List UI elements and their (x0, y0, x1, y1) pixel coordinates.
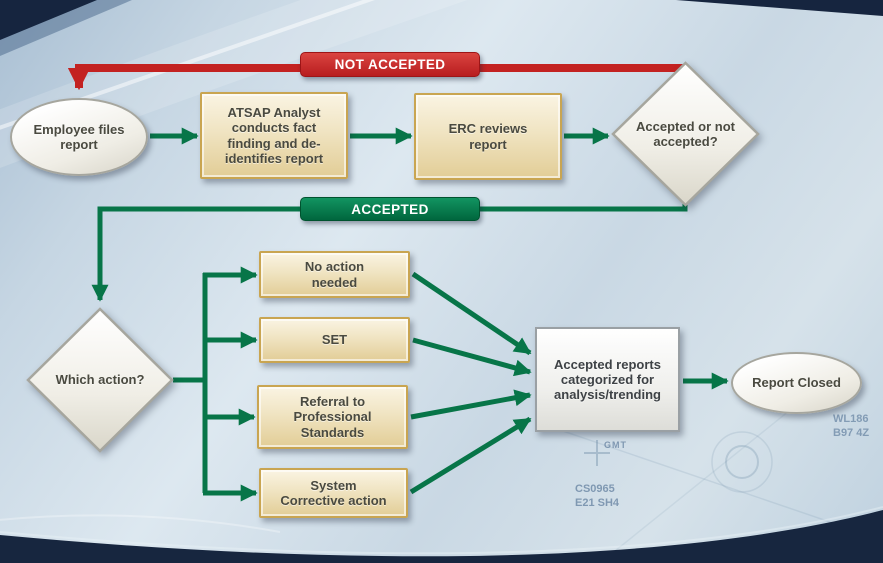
node-referral-professional-standards: Referral to Professional Standards (257, 385, 408, 449)
bg-label-wl186: WL186 B97 4Z (833, 413, 870, 440)
node-decision-which-action: Which action? (26, 307, 174, 453)
node-label-categorized: Accepted reports categorized for analysi… (554, 356, 661, 403)
bg-label-gmt: GMT (604, 440, 627, 450)
banner-accepted: ACCEPTED (300, 197, 480, 221)
node-label-which-action: Which action? (55, 372, 145, 388)
node-accepted-reports-categorized: Accepted reports categorized for analysi… (535, 327, 680, 432)
banner-not-accepted: NOT ACCEPTED (300, 52, 480, 77)
banner-accepted-label: ACCEPTED (351, 201, 429, 217)
node-label-set: SET (321, 332, 348, 348)
node-label-atsap-analyst: ATSAP Analyst conducts fact finding and … (224, 104, 324, 166)
bg-label-cs0965: CS0965 E21 SH4 (575, 483, 620, 510)
node-system-corrective-action: System Corrective action (259, 468, 408, 518)
red-not-accepted-arrow (67, 64, 686, 91)
node-label-erc-reviews: ERC reviews report (448, 121, 528, 152)
banner-not-accepted-label: NOT ACCEPTED (334, 57, 446, 72)
node-erc-reviews: ERC reviews report (414, 93, 562, 180)
node-label-system-corrective: System Corrective action (280, 477, 387, 508)
diamond-shape (26, 307, 174, 453)
node-no-action-needed: No action needed (259, 251, 410, 298)
node-decision-accepted-or-not: Accepted or not accepted? (611, 61, 760, 207)
node-label-report-closed: Report Closed (752, 375, 841, 391)
node-employee-files-report: Employee files report (10, 98, 148, 176)
node-label-accept-decision: Accepted or not accepted? (636, 118, 735, 149)
node-label-employee-files: Employee files report (33, 121, 125, 152)
node-label-no-action: No action needed (304, 259, 365, 290)
node-report-closed: Report Closed (731, 352, 862, 414)
diamond-shape (611, 61, 760, 207)
node-set: SET (259, 317, 410, 363)
node-atsap-analyst: ATSAP Analyst conducts fact finding and … (200, 92, 348, 179)
node-label-referral: Referral to Professional Standards (293, 394, 372, 440)
